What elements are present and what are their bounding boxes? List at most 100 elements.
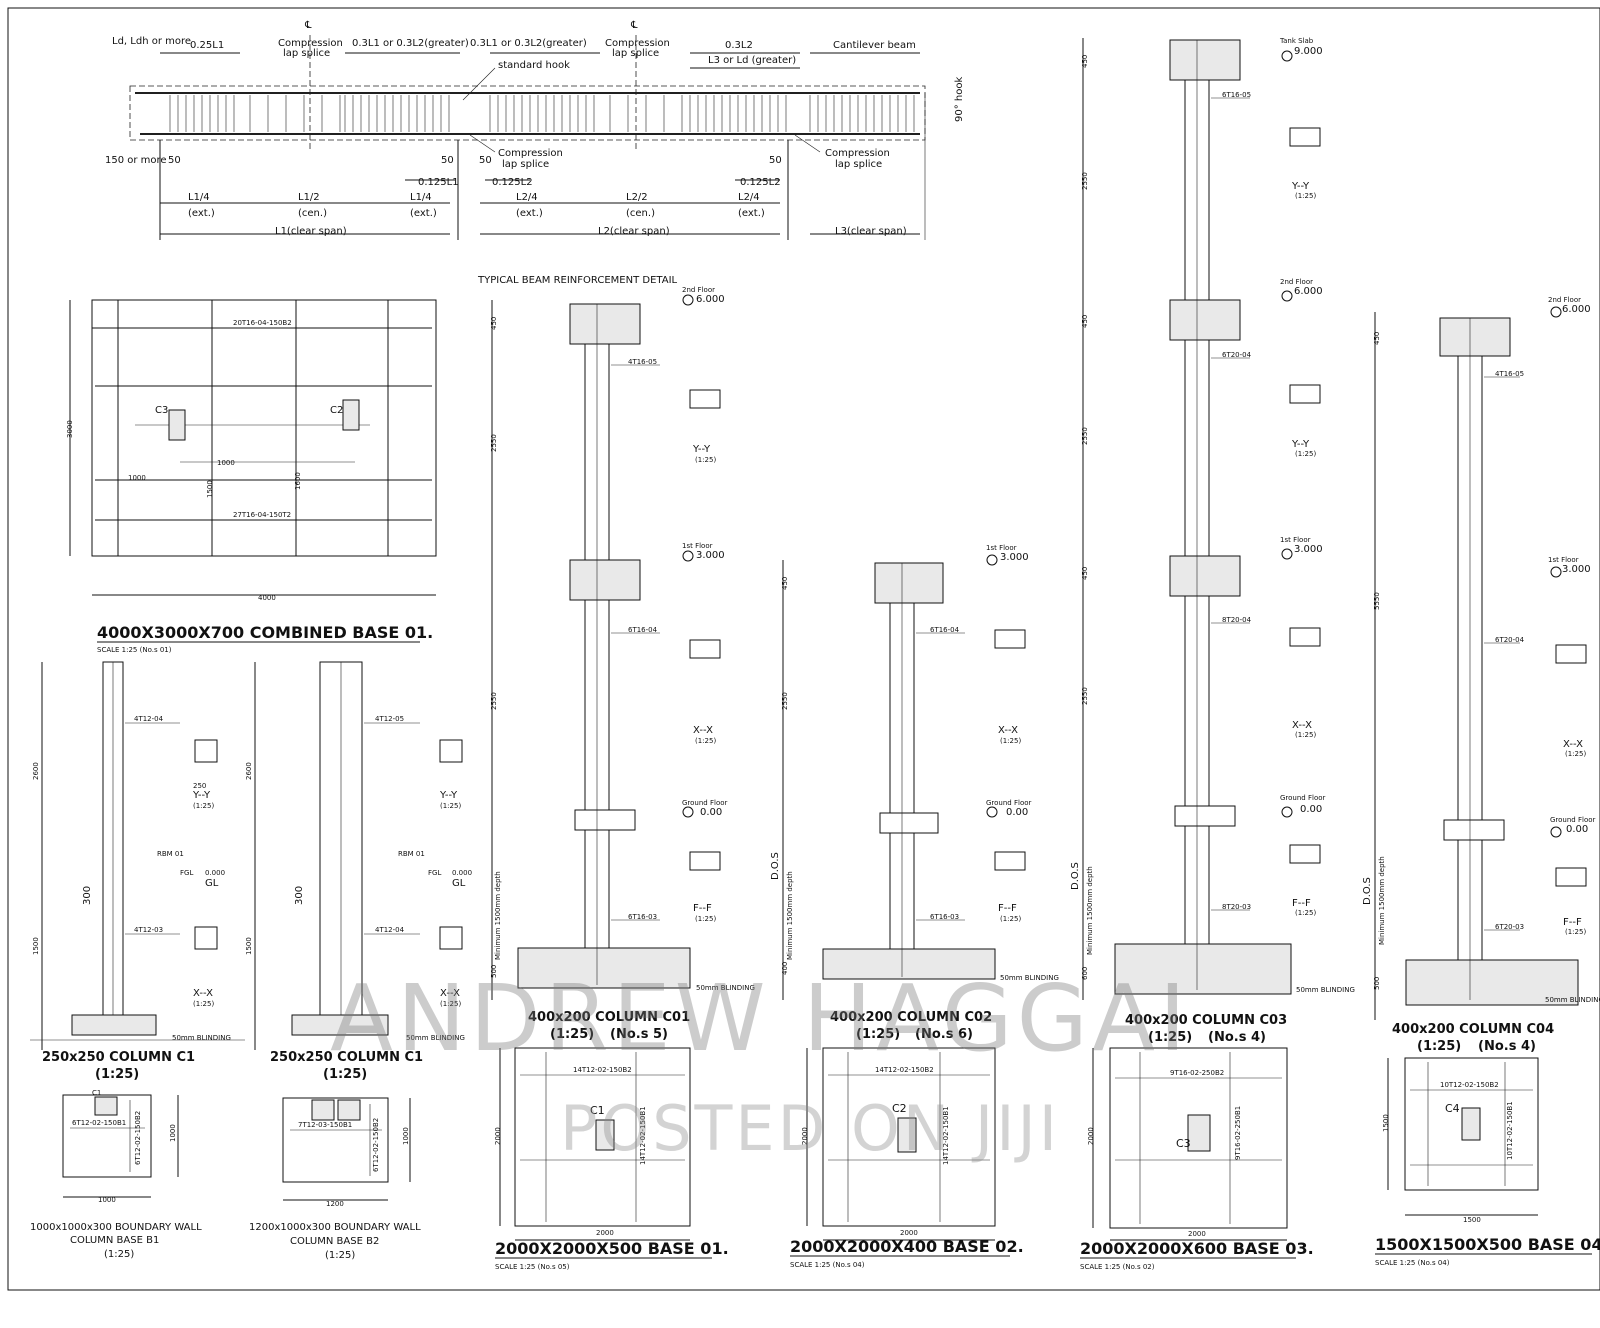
col-c1b-rbm: RBM 01: [398, 850, 425, 858]
col-c02-level-gf: Ground Floor 0.00: [986, 799, 1032, 818]
base-02-plan: 14T12-02-150B2 14T12-02-150B1 C2 2000 20…: [790, 1047, 1024, 1269]
col-c01-secf: F--F: [693, 903, 712, 914]
col-c03-level-tank-val: 9.000: [1294, 46, 1323, 57]
col-c1a-secy-scale: (1:25): [193, 802, 214, 810]
beam-50d: 50: [769, 155, 782, 166]
beam-03c-label: 0.3L2: [725, 40, 753, 51]
col-c04-secx: X--X: [1563, 739, 1583, 750]
base-03-dim-w: 2000: [1188, 1230, 1206, 1238]
col-c02-bar-a: 6T16-04: [930, 626, 960, 634]
beam-min150-label: 150 or more: [105, 155, 167, 166]
col-c03-secf: F--F: [1292, 898, 1311, 909]
beam-03b-label: 0.3L1 or 0.3L2(greater): [470, 38, 587, 49]
col-c03-bar-a: 6T16-05: [1222, 91, 1251, 99]
col-c04-bar-a: 4T16-05: [1495, 370, 1524, 378]
col-c03-level-gf-label: Ground Floor: [1280, 794, 1326, 802]
centerline-mark-1: ℄: [304, 20, 312, 31]
col-c04-level-2nd: 2nd Floor 6.000: [1548, 296, 1591, 318]
beam-hook-label: standard hook: [498, 60, 570, 71]
col-c1a-fgl: FGL: [180, 869, 193, 877]
column-c1-elevation-b: 4T12-05 4T12-04 RBM 01 FGL 0.000 GL 2600…: [245, 661, 472, 1082]
beam-detail: ℄ ℄ Ld, Ldh or more 0.25L1 Compression l…: [105, 20, 965, 286]
beam-cantilever-label: Cantilever beam: [833, 40, 916, 51]
base-03-title: 2000X2000X600 BASE 03.: [1080, 1239, 1314, 1258]
col-c02-d2550: 2550: [781, 692, 789, 710]
col-c01-d2550a: 2550: [490, 434, 498, 452]
base-02-col: C2: [892, 1102, 907, 1115]
beam-comp4-label: Compression: [825, 148, 890, 159]
bw-b2-dim-h: 1000: [402, 1127, 410, 1145]
col-c04-nos: (No.s 4): [1478, 1039, 1536, 1054]
col-c03-d450b: 450: [1081, 315, 1089, 328]
beam-lap2-label: lap splice: [612, 48, 659, 59]
col-c02-level-1st: 1st Floor 3.000: [986, 544, 1029, 566]
beam-03a-label: 0.3L1 or 0.3L2(greater): [352, 38, 469, 49]
col-c03-level-1st: 1st Floor 3.000: [1280, 536, 1323, 560]
col-c02-blind: 50mm BLINDING: [1000, 974, 1059, 982]
base-04-dim-w: 1500: [1463, 1216, 1481, 1224]
col-c1b-d1500: 1500: [245, 937, 253, 955]
bw-b1-dim-h: 1000: [169, 1124, 177, 1142]
col-c03-level-tank-label: Tank Slab: [1279, 37, 1314, 45]
base-04-scale: SCALE 1:25 (No.s 04): [1375, 1259, 1450, 1267]
combined-base-dim-1000b: 1000: [217, 459, 235, 467]
col-c04-d500: 500: [1373, 977, 1381, 990]
beam-outline: [129, 85, 926, 141]
col-c04-level-2nd-val: 6.000: [1562, 304, 1591, 315]
col-c1b-secy-scale: (1:25): [440, 802, 461, 810]
col-c01-secf-s: (1:25): [695, 915, 716, 923]
base-03-scale: SCALE 1:25 (No.s 02): [1080, 1263, 1155, 1271]
col-c02-secx-s: (1:25): [1000, 737, 1021, 745]
col-c1b-blind: 50mm BLINDING: [406, 1034, 465, 1042]
col-c02-dos: D.O.S: [770, 852, 781, 880]
beam-50c: 50: [479, 155, 492, 166]
beam-l14b: L1/4: [410, 192, 432, 203]
beam-0125b: 0.125L2: [492, 177, 533, 188]
col-c02-nos: (No.s 6): [915, 1027, 973, 1042]
base-01-title: 2000X2000X500 BASE 01.: [495, 1239, 729, 1258]
col-c1a-d300: 300: [82, 886, 93, 905]
base-03-col: C3: [1176, 1137, 1191, 1150]
boundary-wall-base-b2: 7T12-03-150B1 6T12-02-150B2 1200 1000 12…: [249, 1097, 421, 1261]
beam-ld-label: Ld, Ldh or more: [112, 36, 191, 47]
col-c1b-secx-scale: (1:25): [440, 1000, 461, 1008]
base-01-dim-h: 2000: [494, 1127, 502, 1145]
col-c01-secx-s: (1:25): [695, 737, 716, 745]
column-c03-elevation: 6T16-05 6T20-04 8T20-04 8T20-03 450 2550…: [1070, 37, 1355, 1045]
bw-b2-bar1: 7T12-03-150B1: [298, 1121, 352, 1129]
col-c03-level-gf-val: 0.00: [1300, 804, 1322, 815]
base-03-plan: 9T16-02-250B2 9T16-02-250B1 C3 2000 2000…: [1080, 1047, 1314, 1271]
col-c01-d500: 500: [490, 965, 498, 978]
beam-span2: L2(clear span): [598, 226, 670, 237]
col-c1a-dim: 250: [193, 782, 206, 790]
col-c03-secx-s: (1:25): [1295, 731, 1316, 739]
col-c1b-gl: GL: [452, 878, 466, 889]
base-02-bar1: 14T12-02-150B2: [875, 1066, 934, 1074]
col-c02-d450: 450: [781, 577, 789, 590]
col-c03-d600: 600: [1081, 967, 1089, 980]
column-c01-elevation: 4T16-05 6T16-04 6T16-03 450 2550 2550 50…: [490, 286, 755, 1042]
base-02-scale: SCALE 1:25 (No.s 04): [790, 1261, 865, 1269]
beam-l22: L2/2: [626, 192, 648, 203]
beam-span3: L3(clear span): [835, 226, 907, 237]
col-c02-level-1st-label: 1st Floor: [986, 544, 1017, 552]
combined-base-dim-h: 3000: [66, 420, 74, 438]
beam-ext1: (ext.): [188, 208, 215, 219]
col-c04-level-1st-val: 3.000: [1562, 564, 1591, 575]
col-c02-level-gf-label: Ground Floor: [986, 799, 1032, 807]
beam-lap3-label: lap splice: [502, 159, 549, 170]
base-03-bar2: 9T16-02-250B1: [1234, 1106, 1242, 1160]
base-04-plan: 10T12-02-150B2 10T12-02-150B1 C4 1500 15…: [1375, 1057, 1600, 1267]
col-c01-level-gf: Ground Floor 0.00: [682, 799, 728, 818]
col-c02-level-gf-val: 0.00: [1006, 807, 1028, 818]
base-04-col: C4: [1445, 1102, 1460, 1115]
col-c03-secf-s: (1:25): [1295, 909, 1316, 917]
col-c03-level-2nd-label: 2nd Floor: [1280, 278, 1313, 286]
base-04-bar2: 10T12-02-150B1: [1506, 1101, 1514, 1160]
combined-base-col-c2: [342, 399, 360, 431]
combined-base-title: 4000X3000X700 COMBINED BASE 01.: [97, 623, 433, 642]
beam-50a: 50: [168, 155, 181, 166]
combined-base-outline: [91, 299, 437, 557]
col-c1a-secx-scale: (1:25): [193, 1000, 214, 1008]
beam-l12: L1/2: [298, 192, 320, 203]
